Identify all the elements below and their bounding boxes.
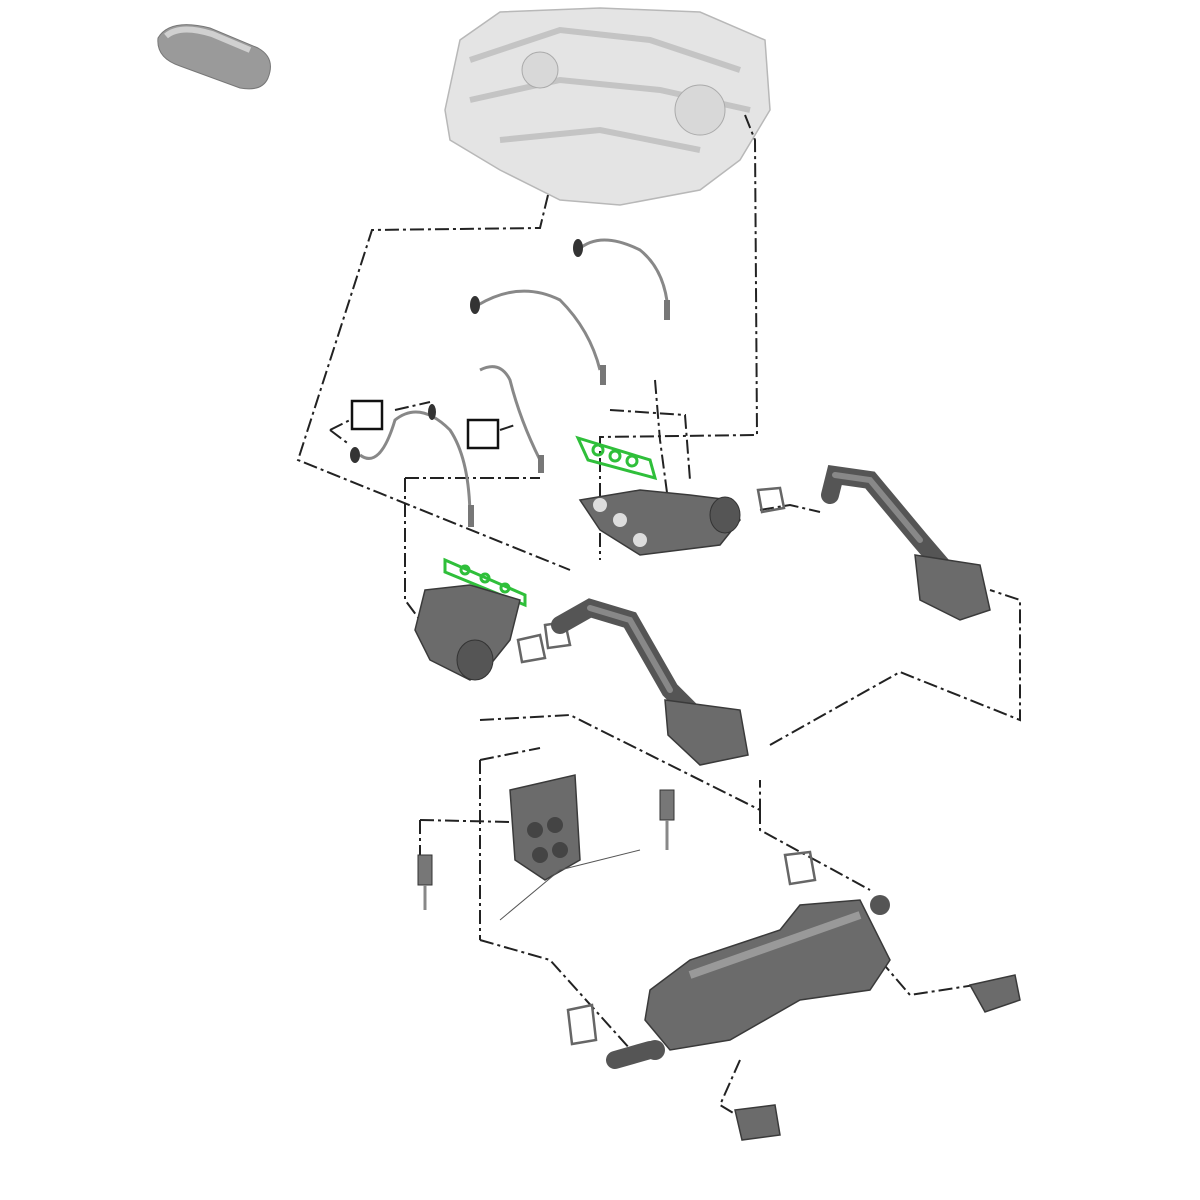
tailpipe-tip bbox=[968, 974, 1021, 1013]
tailpipe-tip bbox=[734, 1104, 781, 1141]
callout-box bbox=[350, 399, 384, 431]
heat-shield-bracket bbox=[417, 774, 675, 921]
leader-lines bbox=[296, 114, 1021, 1121]
right-exhaust-pipe bbox=[821, 464, 991, 621]
oxygen-sensors bbox=[350, 238, 670, 527]
rear-muffler bbox=[566, 850, 891, 1069]
callout-box bbox=[466, 418, 500, 450]
left-exhaust-pipe bbox=[551, 598, 749, 766]
car-thumbnail-icon bbox=[157, 24, 271, 90]
manifold-gasket-highlighted bbox=[443, 435, 658, 608]
engine-block bbox=[444, 7, 771, 206]
left-exhaust-manifold bbox=[414, 584, 572, 681]
right-exhaust-manifold bbox=[578, 486, 786, 556]
